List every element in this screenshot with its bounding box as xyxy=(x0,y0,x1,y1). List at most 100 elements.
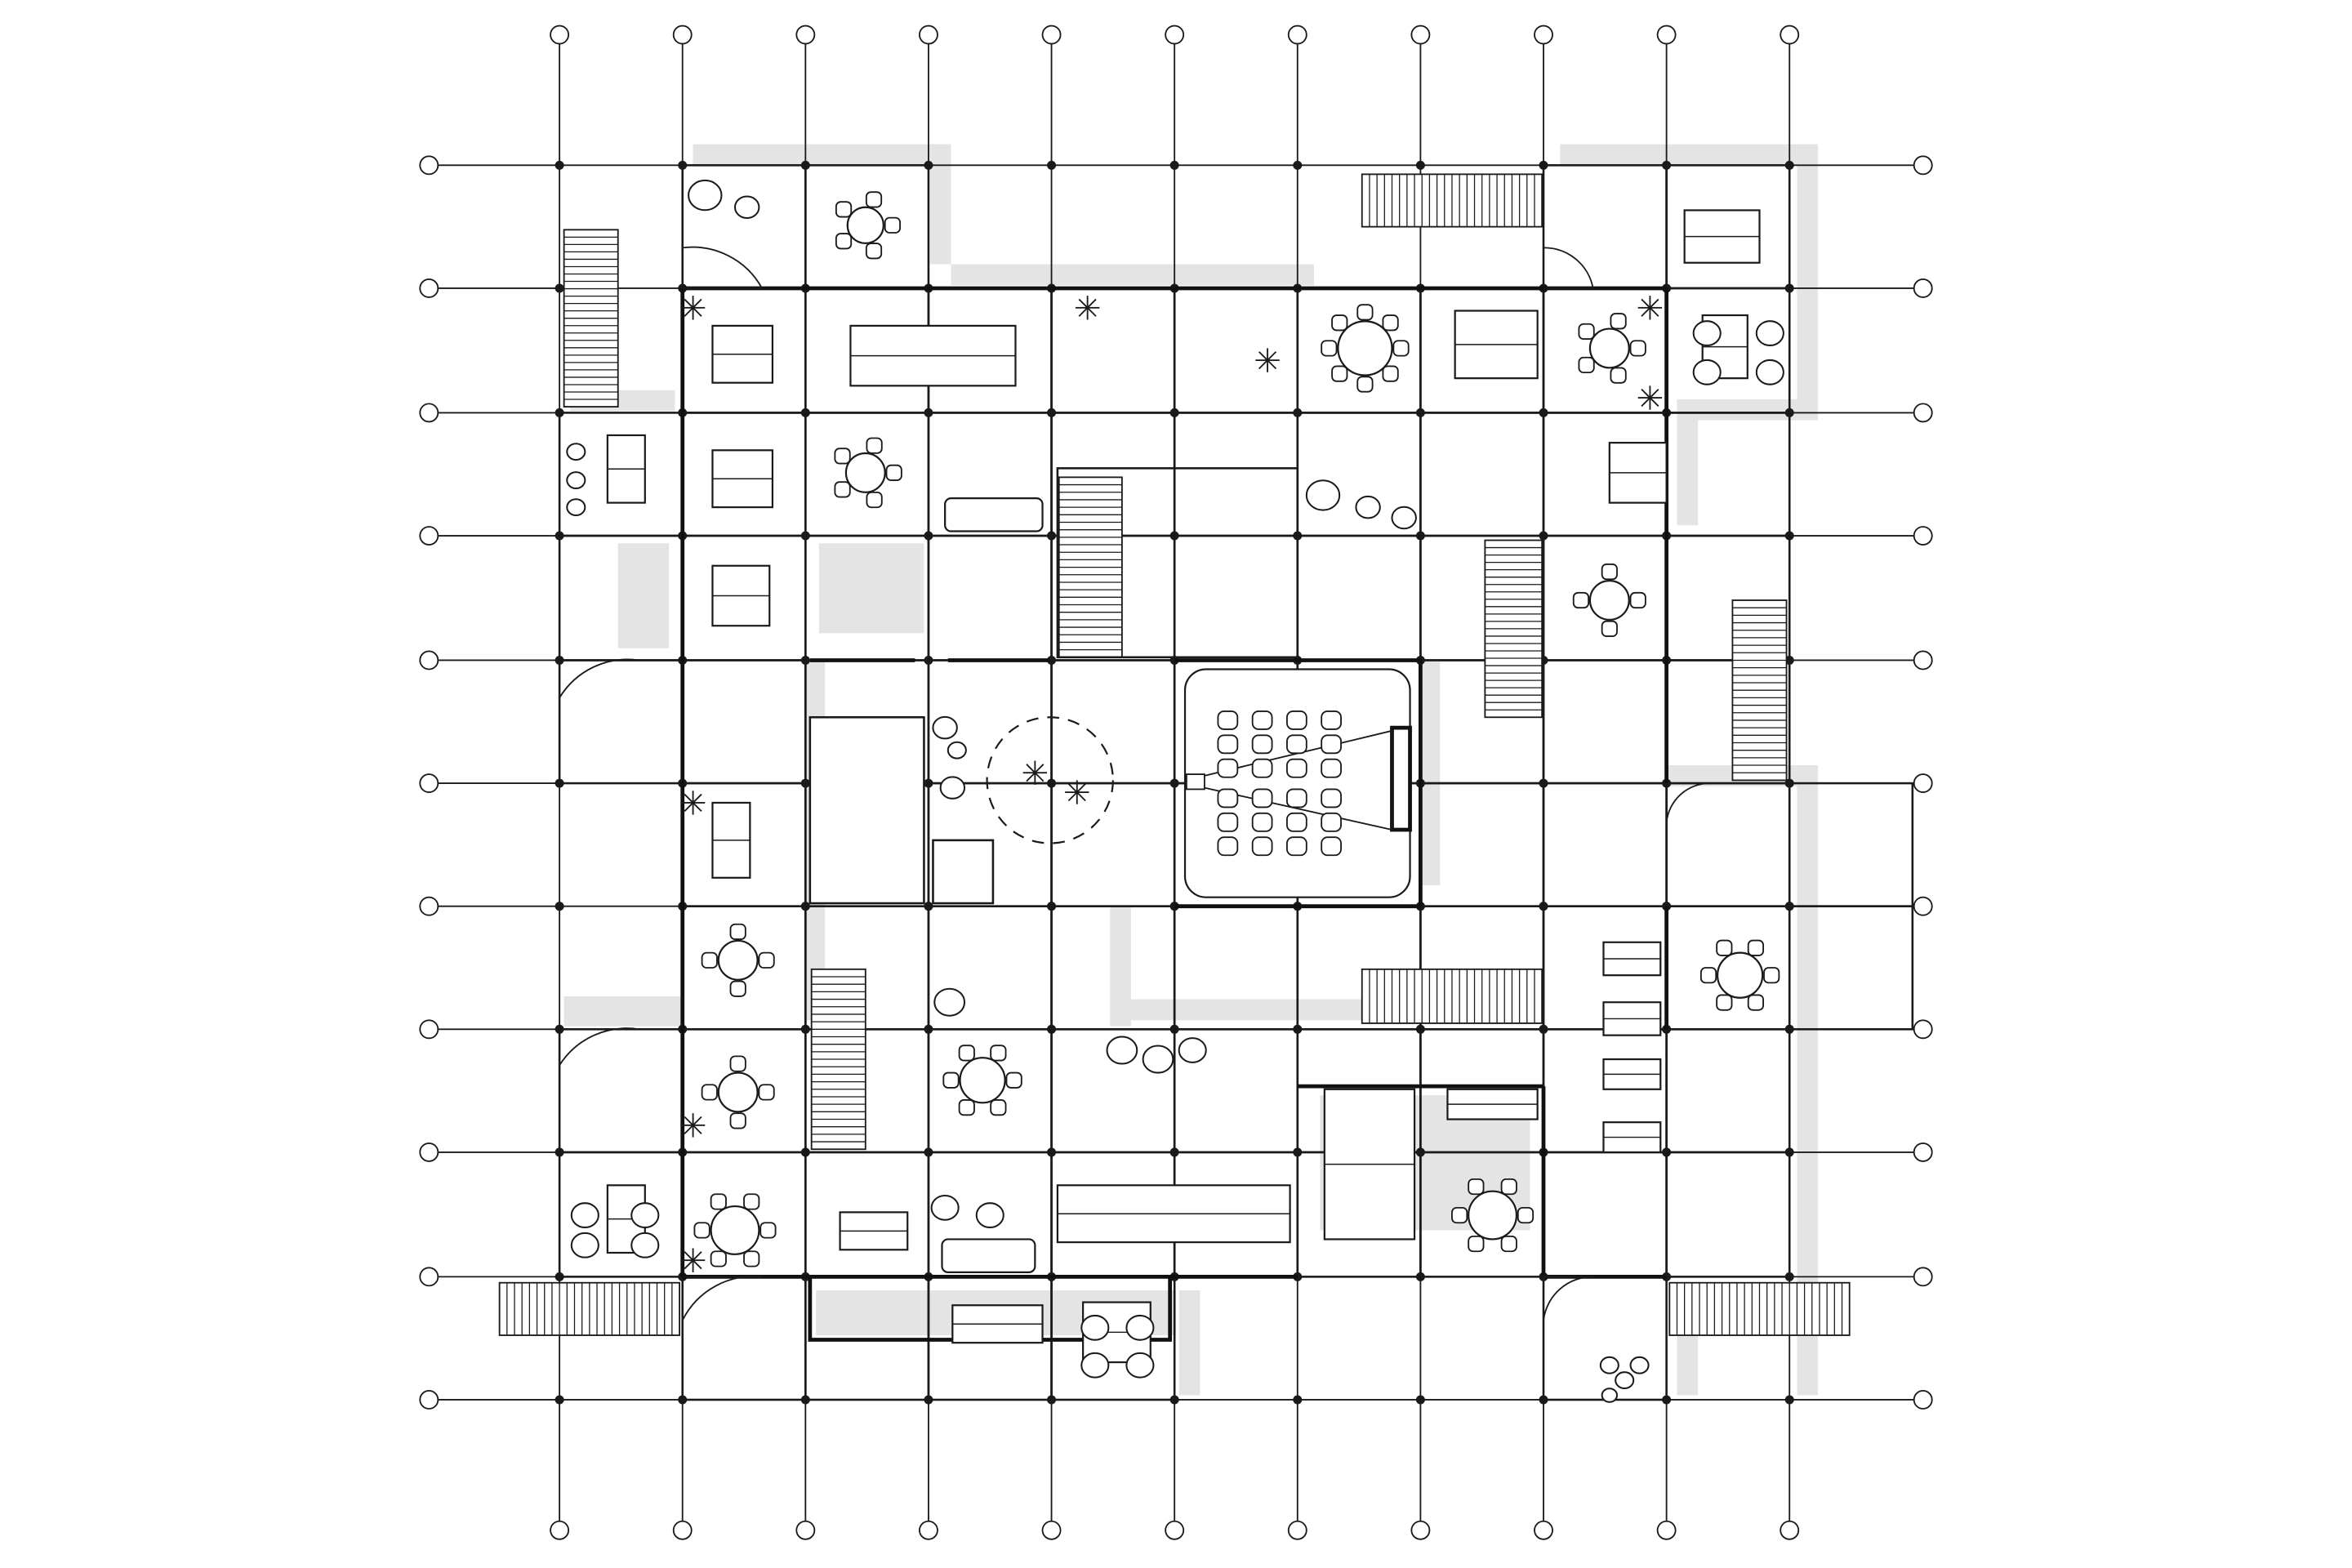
column-node xyxy=(1293,160,1303,170)
theater-chair-icon xyxy=(1251,734,1273,755)
atrium-outline xyxy=(1056,467,1299,659)
stair-icon xyxy=(1668,1281,1851,1336)
lounge-seat xyxy=(630,1232,660,1258)
grid-bubble-icon xyxy=(1534,1520,1553,1540)
desk-icon xyxy=(711,801,751,879)
round-table-icon xyxy=(1572,564,1646,637)
desk-icon xyxy=(606,434,646,504)
leaf xyxy=(692,307,702,317)
column-node xyxy=(924,1147,933,1157)
table-top xyxy=(844,452,886,493)
leaf xyxy=(1267,351,1277,361)
column-node xyxy=(555,1147,564,1157)
leaf xyxy=(1258,351,1268,361)
leaf xyxy=(1034,772,1045,782)
round-table-icon xyxy=(701,923,775,997)
room-cell xyxy=(1665,1151,1791,1278)
chair xyxy=(1382,314,1399,332)
room-cell xyxy=(1542,1151,1668,1278)
lounge-seat xyxy=(1755,359,1784,385)
shadow-band xyxy=(693,144,951,166)
shadow-band xyxy=(1560,144,1815,166)
leaf xyxy=(692,802,702,812)
lounge-seat xyxy=(1601,1388,1619,1403)
chair xyxy=(1716,939,1733,956)
grid-bubble-icon xyxy=(419,650,439,670)
column-node xyxy=(555,902,564,911)
leaf xyxy=(1641,298,1651,309)
column-node xyxy=(800,1024,810,1034)
column-node xyxy=(555,531,564,541)
lounge-seat xyxy=(566,471,586,489)
lounge-seat xyxy=(975,1202,1004,1228)
column-node xyxy=(1169,1395,1179,1405)
grid-bubble-icon xyxy=(419,1267,439,1287)
grid-bubble-icon xyxy=(419,155,439,176)
column-node xyxy=(1047,1395,1057,1405)
column-node xyxy=(678,1395,688,1405)
door-swing-icon xyxy=(559,658,639,698)
grid-bubble-icon xyxy=(1041,1520,1062,1540)
plant-icon xyxy=(1075,296,1100,320)
chair xyxy=(1356,304,1374,321)
theater-chair-icon xyxy=(1321,836,1342,857)
column-node xyxy=(800,531,810,541)
grid-bubble-icon xyxy=(1287,1520,1307,1540)
chair xyxy=(1005,1071,1022,1089)
leaf xyxy=(692,298,702,309)
grid-bubble-icon xyxy=(1913,1390,1933,1410)
theater-chair-icon xyxy=(1217,836,1239,857)
grid-bubble-icon xyxy=(1656,24,1677,45)
chair xyxy=(693,1222,710,1239)
column-node xyxy=(800,778,810,788)
room-cell xyxy=(1665,1028,1791,1154)
room-cell xyxy=(681,659,807,785)
lounge-seat xyxy=(1142,1045,1174,1074)
table-top xyxy=(1716,951,1764,999)
chair xyxy=(729,980,746,997)
column-node xyxy=(800,655,810,665)
grid-bubble-icon xyxy=(1913,155,1933,176)
lounge-seat xyxy=(1391,506,1417,530)
grid-bubble-icon xyxy=(1780,1520,1800,1540)
column-node xyxy=(1415,531,1425,541)
chair xyxy=(865,191,883,208)
grid-bubble-icon xyxy=(1913,650,1933,670)
column-node xyxy=(924,1024,933,1034)
chair xyxy=(1382,365,1399,382)
shadow-band xyxy=(1677,399,1819,421)
chair xyxy=(1392,340,1410,357)
door-swing-icon xyxy=(1543,247,1594,289)
plant-icon xyxy=(1255,348,1280,372)
desk-icon xyxy=(1608,442,1668,504)
chair xyxy=(1468,1178,1485,1196)
grid-bubble-icon xyxy=(1165,1520,1185,1540)
stair-icon xyxy=(1484,539,1544,719)
shadow-band xyxy=(617,543,670,648)
chair xyxy=(958,1099,975,1116)
desk-icon xyxy=(849,324,1017,387)
grid-bubble-icon xyxy=(1534,24,1553,45)
desk-icon xyxy=(951,1304,1044,1344)
lounge-seat xyxy=(688,179,723,212)
lounge-seat xyxy=(930,1194,960,1221)
table-top xyxy=(846,206,884,244)
column-node xyxy=(1415,1395,1425,1405)
column-node xyxy=(924,1395,933,1405)
chair xyxy=(760,1222,777,1239)
shadow-band xyxy=(1677,420,1699,526)
chair xyxy=(884,216,901,234)
grid-bubble-icon xyxy=(1656,1520,1677,1540)
desk-icon xyxy=(1454,310,1539,380)
desk-icon xyxy=(1602,1001,1662,1036)
stair-icon xyxy=(563,229,619,408)
theater-room xyxy=(1183,668,1412,898)
grid-bubble-icon xyxy=(1165,24,1185,45)
column-node xyxy=(1784,902,1794,911)
chair xyxy=(1610,367,1627,384)
lounge-seat xyxy=(1615,1371,1635,1390)
shadow-band xyxy=(929,144,951,265)
chair xyxy=(835,201,853,218)
lounge-seat xyxy=(733,195,760,220)
lounge-seat xyxy=(570,1232,599,1258)
